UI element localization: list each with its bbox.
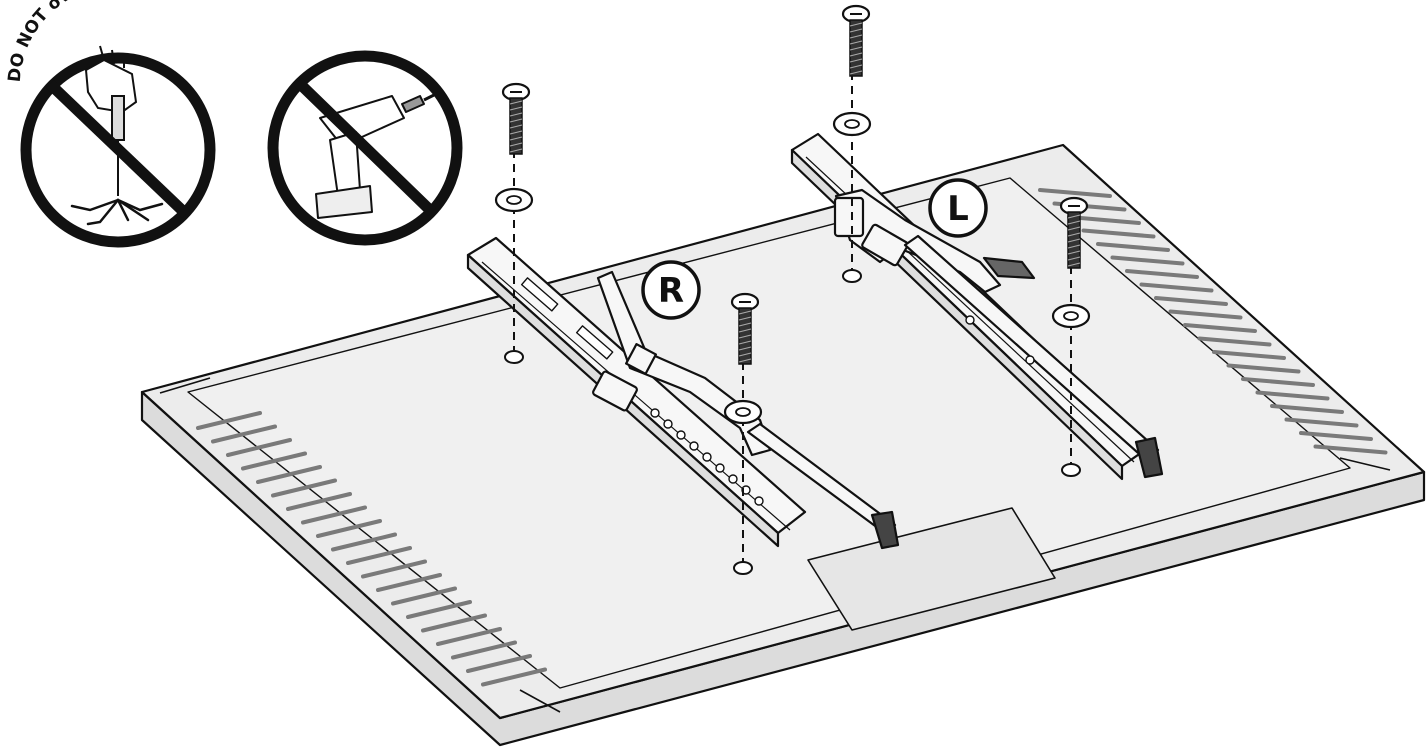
vent-slot <box>421 613 487 633</box>
vent-grille-right <box>1038 188 1388 455</box>
vent-slot <box>1154 296 1228 306</box>
washer-icon <box>832 111 872 137</box>
vent-slot <box>1038 188 1112 198</box>
washer-icon <box>494 187 534 213</box>
fasteners <box>494 4 1091 425</box>
vent-slot <box>1270 404 1344 414</box>
right-bracket-badge: R <box>641 260 701 320</box>
left-bracket-handle <box>982 256 1036 280</box>
no-screwdriver-icon: DO NOT overtighten <box>5 0 216 248</box>
vent-slot <box>1139 282 1214 293</box>
tv-stand-area <box>807 507 1056 631</box>
mounting-hole <box>1061 463 1081 477</box>
screw-icon <box>501 82 531 155</box>
vent-slot <box>256 465 322 484</box>
screw-icon <box>730 292 760 365</box>
vent-slot <box>406 600 472 619</box>
vent-slot <box>316 519 382 538</box>
vent-slot <box>1212 350 1286 360</box>
mounting-hole <box>733 561 753 575</box>
mounting-hole <box>504 350 524 364</box>
right-bracket-label: R <box>658 271 684 311</box>
alignment-guides <box>513 72 1072 562</box>
vent-slot <box>211 424 277 444</box>
vent-grille-left <box>196 411 547 687</box>
vent-slot <box>301 505 367 525</box>
vent-slot <box>1255 390 1330 401</box>
vent-slot <box>241 451 307 471</box>
vent-slot <box>1125 269 1199 279</box>
vent-slot <box>361 559 427 579</box>
left-bracket-strap-tab <box>1134 436 1164 479</box>
vent-slot <box>331 532 397 552</box>
vent-slot <box>391 586 457 606</box>
vent-slot <box>226 438 292 457</box>
left-bracket <box>790 132 1164 481</box>
vent-slot <box>1081 228 1156 239</box>
vent-slot <box>1096 242 1170 252</box>
vent-slot <box>451 640 517 660</box>
vent-slot <box>466 654 532 673</box>
vent-slot <box>1183 323 1257 333</box>
vent-slot <box>286 492 352 511</box>
tv-mounting-holes <box>504 269 1081 575</box>
vent-slot <box>196 411 262 430</box>
screw-icon <box>841 4 871 77</box>
washer-icon <box>1051 303 1091 329</box>
no-power-drill-icon <box>267 50 463 246</box>
right-bracket-clip <box>592 370 638 412</box>
vent-slot <box>1197 336 1272 347</box>
vent-slot <box>346 546 412 565</box>
vent-slot <box>1226 363 1301 374</box>
vent-slot <box>376 573 442 592</box>
right-bracket-strap-tab <box>870 510 900 550</box>
tv-corner-left <box>159 377 211 394</box>
vent-slot <box>1110 255 1185 266</box>
vent-slot <box>1241 377 1315 387</box>
vent-slot <box>436 627 502 646</box>
left-bracket-badge: L <box>928 178 988 238</box>
vent-slot <box>1313 444 1388 455</box>
right-bracket-slots <box>520 277 764 506</box>
mounting-hole <box>842 269 862 283</box>
left-bracket-clip <box>861 223 909 267</box>
vent-slot <box>271 478 337 498</box>
washer-icon <box>723 399 763 425</box>
left-bracket-label: L <box>947 189 969 229</box>
screw-icon <box>1059 196 1089 269</box>
vent-slot <box>1284 417 1359 428</box>
tv-corner-bottom <box>519 689 561 713</box>
vent-slot <box>1168 309 1243 320</box>
tv-corner-right <box>1339 457 1391 471</box>
vent-slot <box>481 667 547 687</box>
vent-slot <box>1299 431 1373 441</box>
